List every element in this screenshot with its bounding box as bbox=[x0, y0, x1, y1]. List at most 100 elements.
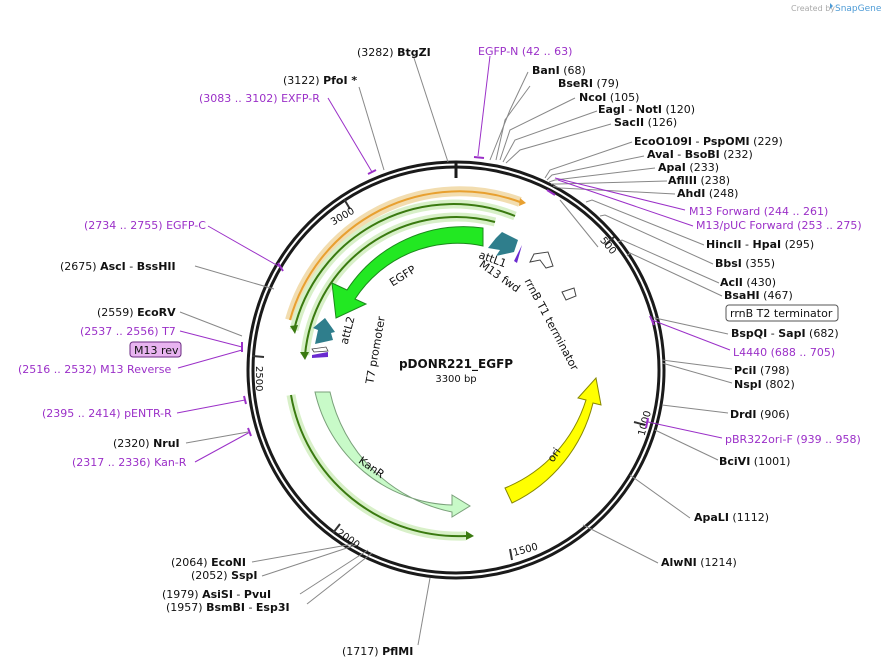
primer-pbr322ori-f[interactable]: pBR322ori-F (939 .. 958) bbox=[725, 433, 861, 446]
kan-r-line bbox=[194, 431, 251, 463]
pflmi-line bbox=[417, 577, 431, 646]
site-bbsi[interactable]: BbsI (355) bbox=[715, 257, 775, 270]
site-ahdi[interactable]: AhdI (248) bbox=[677, 187, 738, 200]
kanr-feature-arrow bbox=[314, 391, 471, 518]
site-bcivi[interactable]: BciVI (1001) bbox=[719, 455, 790, 468]
tick-2500: 2500 bbox=[253, 366, 264, 391]
boxed-labels: rrnB T2 terminator M13 rev bbox=[129, 304, 839, 358]
tick-1500-mark bbox=[509, 548, 513, 561]
pbr322ori-mark bbox=[645, 417, 649, 429]
site-alwni[interactable]: AlwNI (1214) bbox=[661, 556, 737, 569]
primer-t7[interactable]: (2537 .. 2556) T7 bbox=[80, 325, 176, 338]
site-apali[interactable]: ApaLI (1112) bbox=[694, 511, 769, 524]
kanr-green-arrowhead-icon bbox=[466, 531, 474, 540]
tick-500-mark bbox=[604, 236, 615, 246]
site-drdi[interactable]: DrdI (906) bbox=[730, 408, 790, 421]
tick-2000-mark bbox=[332, 523, 341, 534]
primer-m13-reverse[interactable]: (2516 .. 2532) M13 Reverse bbox=[18, 363, 171, 376]
site-afliii[interactable]: AflIII (238) bbox=[668, 174, 730, 187]
egfp-n-mark bbox=[473, 156, 485, 159]
m13-puc-forward-line bbox=[557, 179, 694, 227]
plasmid-name: pDONR221_EGFP bbox=[399, 357, 513, 372]
tick-2500-mark bbox=[251, 355, 265, 358]
egfp-outer-arc bbox=[289, 190, 521, 321]
ori-feature-arrow bbox=[504, 376, 602, 504]
nspi-line bbox=[661, 362, 733, 384]
m13-rev-label[interactable]: M13 rev bbox=[134, 344, 179, 357]
site-pcii[interactable]: PciI (798) bbox=[734, 364, 790, 377]
site-pfoi[interactable]: (3122) PfoI * bbox=[283, 74, 357, 87]
egfp-green-arc-2 bbox=[304, 216, 496, 356]
m13-forward-line bbox=[554, 177, 686, 211]
pcii-line bbox=[661, 359, 733, 370]
site-asci-bsshii[interactable]: (2675) AscI - BssHII bbox=[60, 260, 176, 273]
ncoi-line bbox=[499, 97, 576, 161]
site-nspi[interactable]: NspI (802) bbox=[734, 378, 795, 391]
backbone bbox=[246, 160, 666, 580]
primer-exfp-r[interactable]: (3083 .. 3102) EXFP-R bbox=[199, 92, 320, 105]
primer-egfp-n[interactable]: EGFP-N (42 .. 63) bbox=[478, 45, 572, 58]
site-bsmbi-esp3i[interactable]: (1957) BsmBI - Esp3I bbox=[166, 601, 290, 614]
pfoi-line bbox=[358, 86, 385, 171]
site-ecorv[interactable]: (2559) EcoRV bbox=[97, 306, 176, 319]
snapgene-credit: Created by SnapGene bbox=[791, 3, 882, 14]
hincii-extra-line bbox=[559, 199, 599, 248]
site-avai-bsobi[interactable]: AvaI - BsoBI (232) bbox=[647, 148, 753, 161]
ecorv-line bbox=[179, 311, 243, 337]
sacii-line bbox=[505, 123, 612, 164]
btgzi-line bbox=[413, 57, 449, 163]
rrnb-t2-label[interactable]: rrnB T2 terminator bbox=[730, 307, 833, 320]
apai-line bbox=[548, 167, 656, 183]
site-nrui[interactable]: (2320) NruI bbox=[113, 437, 180, 450]
site-apai[interactable]: ApaI (233) bbox=[658, 161, 719, 174]
attl2-feature-arrow bbox=[313, 318, 335, 344]
tick-1000-mark bbox=[633, 421, 646, 426]
credit-brand: SnapGene bbox=[835, 4, 882, 14]
site-bseri[interactable]: BseRI (79) bbox=[558, 77, 619, 90]
site-eagi-noti[interactable]: EagI - NotI (120) bbox=[598, 103, 695, 116]
avai-line bbox=[546, 155, 645, 181]
primer-kan-r[interactable]: (2317 .. 2336) Kan-R bbox=[72, 456, 187, 469]
site-ncoi[interactable]: NcoI (105) bbox=[579, 91, 639, 104]
primer-labels: EGFP-N (42 .. 63) (3083 .. 3102) EXFP-R … bbox=[18, 45, 862, 469]
site-bspqi-sapi[interactable]: BspQI - SapI (682) bbox=[731, 327, 839, 340]
site-asisi-pvui[interactable]: (1979) AsiSI - PvuI bbox=[162, 588, 271, 601]
bani-line bbox=[489, 71, 529, 161]
apali-line bbox=[629, 474, 691, 519]
site-sspi[interactable]: (2052) SspI bbox=[191, 569, 258, 582]
primer-m13-forward[interactable]: M13 Forward (244 .. 261) bbox=[689, 205, 828, 218]
bbsi-line bbox=[599, 214, 714, 265]
site-econi[interactable]: (2064) EcoNI bbox=[171, 556, 246, 569]
site-labels: (3282) BtgZI (3122) PfoI * BanI (68) Bse… bbox=[60, 46, 839, 658]
pbr322ori-line bbox=[647, 421, 723, 439]
site-pflmi[interactable]: (1717) PflMI bbox=[342, 645, 413, 658]
site-sacii[interactable]: SacII (126) bbox=[614, 116, 677, 129]
site-acli[interactable]: AclI (430) bbox=[720, 276, 776, 289]
primer-pentr-r[interactable]: (2395 .. 2414) pENTR-R bbox=[42, 407, 172, 420]
primer-l4440[interactable]: L4440 (688 .. 705) bbox=[733, 346, 835, 359]
primer-egfp-c[interactable]: (2734 .. 2755) EGFP-C bbox=[84, 219, 206, 232]
primer-m13-puc-forward[interactable]: M13/pUC Forward (253 .. 275) bbox=[696, 219, 862, 232]
bcivi-line bbox=[654, 429, 719, 461]
m13-fwd-feature bbox=[514, 245, 522, 263]
attl2-label: attL2 bbox=[338, 315, 358, 346]
t7-promoter-label: T7 promoter bbox=[363, 315, 388, 386]
site-btgzi[interactable]: (3282) BtgZI bbox=[357, 46, 431, 59]
site-hincii-hpai[interactable]: HincII - HpaI (295) bbox=[706, 238, 814, 251]
bseri-line bbox=[495, 85, 531, 161]
site-bsahi[interactable]: BsaHI (467) bbox=[724, 289, 793, 302]
hincii-line bbox=[585, 199, 705, 246]
nrui-line bbox=[185, 431, 249, 444]
sspi-line bbox=[261, 544, 357, 577]
m13-reverse-line bbox=[177, 349, 243, 369]
egfp-green-arc-2-arrowhead-icon bbox=[300, 352, 309, 360]
tick-500: 500 bbox=[597, 235, 618, 257]
acli-line bbox=[617, 239, 720, 284]
econi-line bbox=[251, 543, 354, 563]
site-bani[interactable]: BanI (68) bbox=[532, 64, 586, 77]
site-ecoo109i-pspomi[interactable]: EcoO109I - PspOMI (229) bbox=[634, 135, 783, 148]
egfp-c-line bbox=[207, 225, 281, 268]
eagi-line bbox=[502, 110, 598, 163]
egfp-green-arc-1 bbox=[293, 203, 516, 331]
